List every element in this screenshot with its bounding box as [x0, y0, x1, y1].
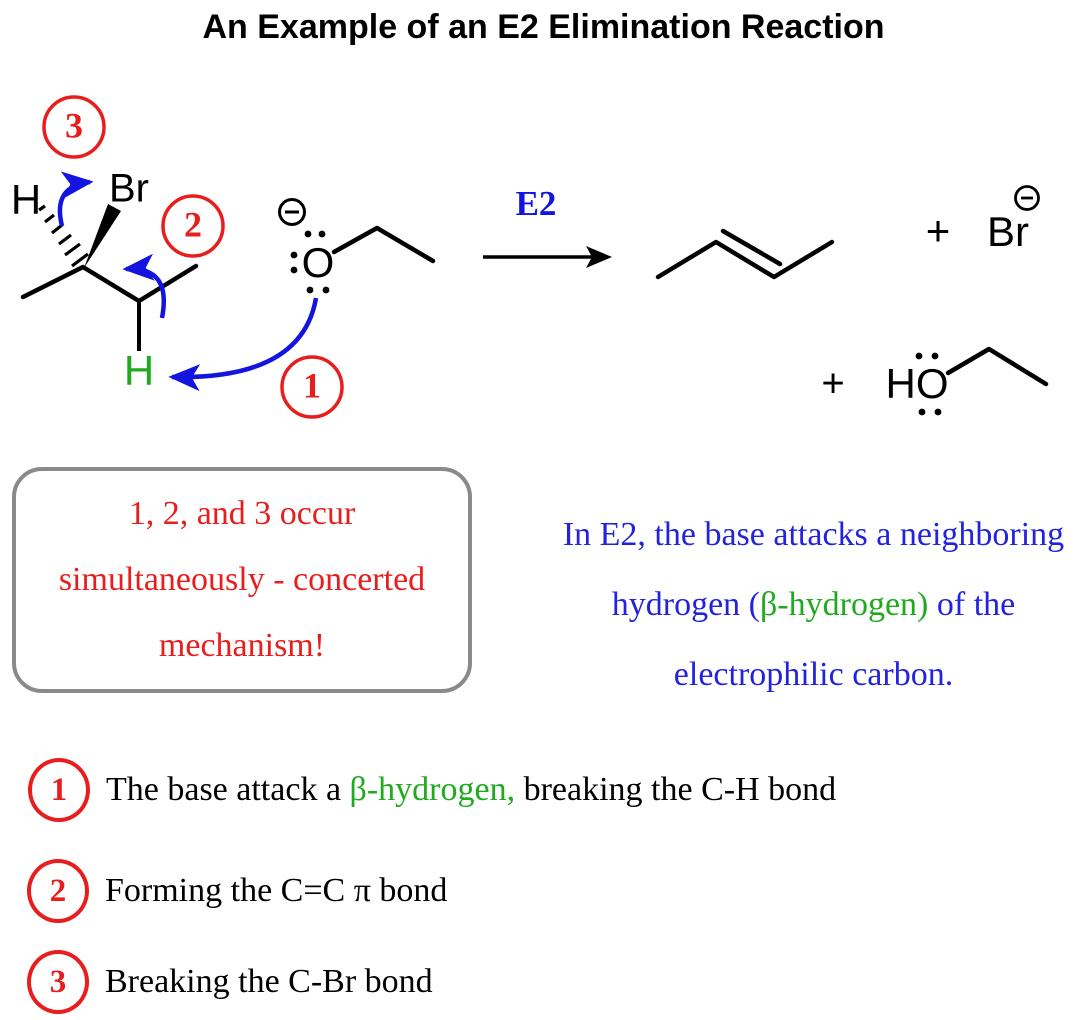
ethanol-ethyl-bonds [945, 346, 1049, 387]
ethoxide-lone-pairs [290, 230, 330, 294]
br-substrate-label: Br [109, 167, 149, 211]
step-2-number: 2 [49, 872, 67, 909]
description-line-2: hydrogen (β-hydrogen) of the [545, 570, 1082, 640]
ethanol-ho-label: HO [886, 360, 949, 407]
ethoxide-base: O [278, 198, 436, 294]
beta-h-label: H [124, 347, 154, 394]
step-item-2: 2 Forming the C=C π bond [27, 859, 447, 923]
step-circle-2-number: 2 [184, 204, 202, 244]
step-1-text-pre: The base attack a [106, 771, 350, 808]
step-3-text-pre: Breaking the C-Br bond [105, 963, 433, 1000]
description-line-3: electrophilic carbon. [673, 656, 954, 693]
beta-hydrogen-green-text: β-hydrogen) [760, 586, 929, 623]
step-3-badge: 3 [27, 950, 89, 1014]
br-anion-label: Br [987, 208, 1029, 255]
step-1-number: 1 [50, 771, 68, 808]
butene-product [655, 228, 835, 280]
e2-label: E2 [516, 184, 557, 223]
substrate-molecule: H Br H [11, 167, 199, 394]
reaction-arrow [483, 246, 612, 268]
reaction-scheme-diagram: H Br H 3 2 1 O [11, 95, 1049, 419]
minus-charge-icon [278, 198, 306, 226]
description-line-1: In E2, the base attacks a neighboring [562, 516, 1065, 553]
step-3-number: 3 [49, 963, 67, 1000]
step-circle-1-number: 1 [303, 365, 321, 405]
reaction-arrowhead [586, 246, 612, 268]
substrate-skeleton-bonds [20, 263, 199, 304]
bromide-anion: Br [987, 185, 1040, 255]
note-line-3: mechanism! [158, 627, 326, 664]
curved-arrow-1-base-attack [168, 297, 319, 392]
description-line-2-post: of the [928, 586, 1016, 623]
step-3-text: Breaking the C-Br bond [105, 963, 433, 1001]
ethoxide-ethyl-bonds [331, 225, 436, 264]
step-1-beta-hydrogen-green: β-hydrogen, [349, 771, 516, 808]
ethanol-lone-pairs [915, 352, 942, 416]
ethanol-product: HO [886, 346, 1049, 416]
e2-description: In E2, the base attacks a neighboring hy… [545, 500, 1082, 710]
step-2-text-pre: Forming the C=C π bond [105, 872, 448, 909]
curved-arrow-2-c-c [122, 253, 167, 319]
step-circle-1: 1 [280, 355, 344, 419]
step-item-3: 3 Breaking the C-Br bond [27, 950, 433, 1014]
br-minus-charge-icon [1014, 185, 1040, 211]
step-1-text-post: breaking the C-H bond [515, 771, 837, 808]
wedge-bond-br [84, 204, 121, 268]
step-1-text: The base attack a β-hydrogen, breaking t… [106, 771, 836, 809]
concerted-note-box: 1, 2, and 3 occur simultaneously - conce… [12, 467, 472, 693]
note-line-1: 1, 2, and 3 occur [128, 495, 356, 532]
step-1-badge: 1 [28, 758, 90, 822]
note-line-2: simultaneously - concerted [58, 561, 426, 598]
step-2-badge: 2 [27, 859, 89, 923]
step-circle-2: 2 [161, 194, 225, 258]
plus-sign-1: + [926, 207, 951, 254]
step-circle-3: 3 [42, 95, 106, 159]
curved-arrow-3-c-br [57, 171, 94, 227]
plus-sign-2: + [821, 362, 844, 406]
alpha-h-label: H [11, 176, 41, 223]
page-title: An Example of an E2 Elimination Reaction [202, 8, 885, 46]
step-circle-3-number: 3 [65, 105, 83, 145]
double-bond-line [720, 228, 783, 267]
hashed-bond-h [38, 204, 89, 268]
description-line-2-pre: hydrogen ( [611, 586, 761, 623]
step-2-text: Forming the C=C π bond [105, 872, 447, 910]
ethoxide-o-label: O [302, 239, 335, 286]
step-item-1: 1 The base attack a β-hydrogen, breaking… [28, 758, 836, 822]
